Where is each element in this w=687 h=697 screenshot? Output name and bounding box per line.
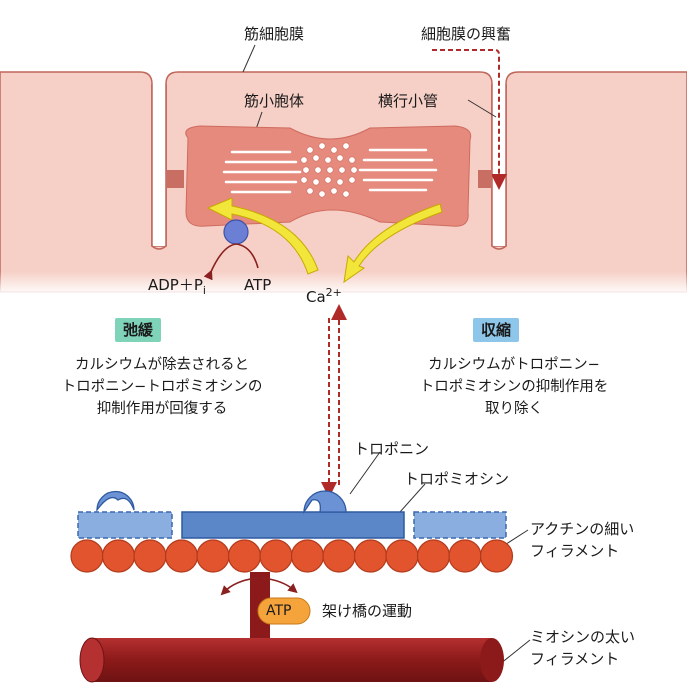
actin-bead <box>479 539 514 573</box>
relaxation-description: カルシウムが除去されると トロポニン−トロポミオシンの 抑制作用が回復する <box>12 354 312 420</box>
crossbridge-arrow-left <box>220 577 259 596</box>
myosin-filament <box>79 637 504 683</box>
actin-bead <box>70 539 104 573</box>
actin-bead <box>101 539 136 573</box>
actin-bead <box>259 539 293 573</box>
label-myosin-line-1: ミオシンの太い <box>530 628 636 646</box>
contraction-line-1: カルシウムがトロポニン− <box>428 357 600 373</box>
label-crossbridge: 架け橋の運動 <box>322 602 413 620</box>
label-actin-line-2: フィラメント <box>530 542 620 560</box>
tropomyosin-right <box>413 511 507 539</box>
relaxation-line-2: トロポニン−トロポミオシンの <box>61 379 263 395</box>
label-atp-badge: ATP <box>266 603 292 619</box>
calcium-uptake-arrow <box>206 197 319 275</box>
actin-bead <box>227 539 262 573</box>
calcium-pump <box>223 219 249 245</box>
sarcoplasmic-reticulum <box>185 125 472 227</box>
actin-bead <box>164 539 199 573</box>
label-sarcoplasmic-reticulum: 筋小胞体 <box>244 92 305 110</box>
tropomyosin-left <box>77 511 173 539</box>
label-calcium-ion: Ca2+ <box>306 286 342 306</box>
tropomyosin-middle <box>181 511 405 539</box>
label-troponin: トロポニン <box>354 440 430 458</box>
excitation-arrow <box>432 49 507 190</box>
actin-bead <box>196 539 230 573</box>
badge-relaxation: 弛緩 <box>115 318 162 342</box>
atp-badge <box>257 597 311 625</box>
actin-filament <box>70 539 514 573</box>
actin-bead <box>133 539 167 573</box>
t-tubule-leader-line <box>467 99 497 118</box>
myosin-leader-line <box>499 639 531 665</box>
relaxation-line-1: カルシウムが除去されると <box>75 357 249 373</box>
actin-bead <box>290 539 325 573</box>
crossbridge-arrow-right <box>261 577 298 594</box>
atp-hydrolysis-arc <box>203 243 259 281</box>
contraction-line-3: 取り除く <box>485 401 543 417</box>
troponin-middle <box>303 490 347 515</box>
left-junction <box>166 170 184 188</box>
label-atp-pump: ATP <box>244 276 272 294</box>
label-t-tubule: 横行小管 <box>378 92 439 110</box>
membrane-leader-line <box>242 44 256 73</box>
calcium-release-arrow <box>343 203 443 284</box>
contraction-line-2: トロポミオシンの抑制作用を <box>419 379 609 395</box>
tropomyosin-leader-line <box>399 483 426 513</box>
actin-bead <box>448 539 482 573</box>
label-membrane-excitation: 細胞膜の興奮 <box>421 25 512 43</box>
actin-bead <box>385 539 419 573</box>
relaxation-line-3: 抑制作用が回復する <box>96 401 228 417</box>
label-myosin-line-2: フィラメント <box>530 650 620 668</box>
troponin-leader-line <box>349 451 381 495</box>
badge-contraction: 収縮 <box>473 318 520 342</box>
actin-bead <box>416 539 451 573</box>
troponin-left <box>96 490 135 513</box>
label-tropomyosin: トロポミオシン <box>404 470 510 488</box>
actin-bead <box>353 539 388 573</box>
right-junction <box>478 170 492 188</box>
label-actin-line-1: アクチンの細い <box>530 520 635 538</box>
actin-bead <box>322 539 356 573</box>
label-adp-pi: ADP＋Pi <box>148 276 206 297</box>
contraction-description: カルシウムがトロポニン− トロポミオシンの抑制作用を 取り除く <box>364 354 664 420</box>
label-muscle-cell-membrane: 筋細胞膜 <box>244 25 305 43</box>
